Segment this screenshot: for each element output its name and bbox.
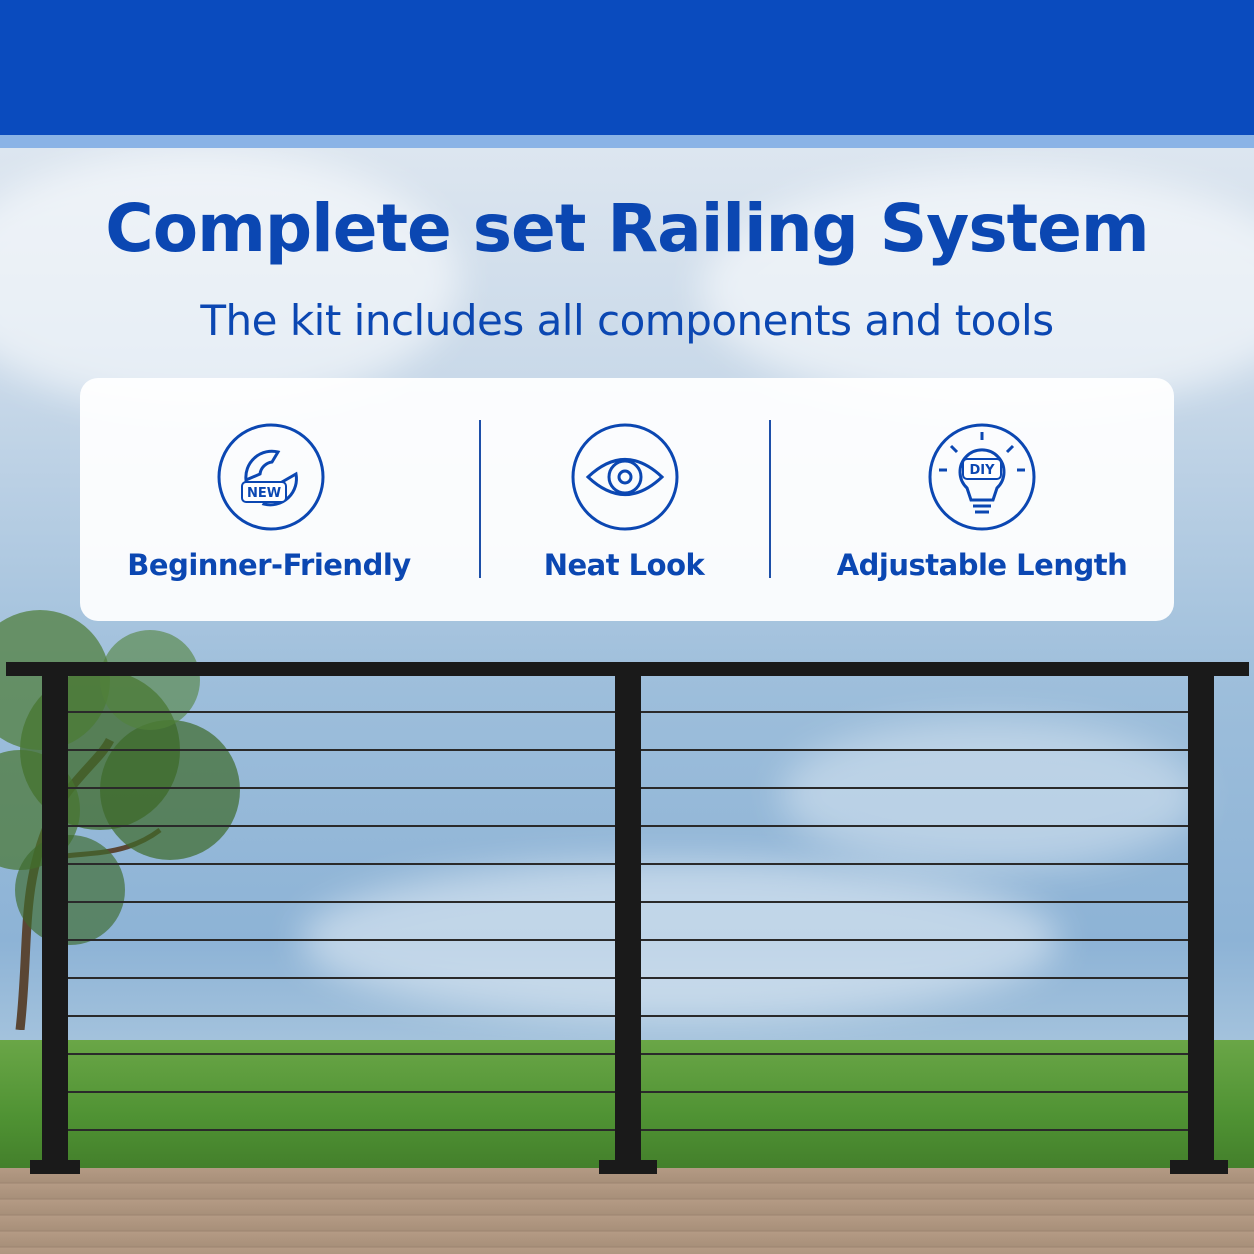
feature-label-beginner-friendly: Beginner-Friendly — [127, 548, 411, 582]
page-title: Complete set Railing System — [105, 190, 1149, 267]
new-badge: NEW — [247, 486, 281, 501]
post-middle — [615, 676, 641, 1170]
eye-icon — [571, 423, 679, 531]
feature-label-adjustable-length: Adjustable Length — [836, 548, 1128, 582]
wood-deck — [0, 1168, 1254, 1254]
post-right — [1188, 676, 1214, 1170]
cloud — [780, 720, 1200, 870]
post-base-middle — [599, 1160, 657, 1174]
top-banner-edge — [0, 135, 1254, 148]
top-banner — [0, 0, 1254, 135]
post-base-right — [1170, 1160, 1228, 1174]
diy-lightbulb-icon: DIY — [928, 423, 1036, 531]
divider — [479, 420, 481, 578]
top-rail — [6, 662, 1249, 676]
wrench-new-icon: NEW — [217, 423, 325, 531]
diy-badge: DIY — [969, 463, 995, 478]
post-base-left — [30, 1160, 80, 1174]
post-left — [42, 676, 68, 1170]
page-subtitle: The kit includes all components and tool… — [200, 296, 1054, 345]
cloud — [700, 170, 1254, 410]
cloud — [0, 150, 460, 410]
feature-label-neat-look: Neat Look — [543, 548, 705, 582]
divider — [769, 420, 771, 578]
